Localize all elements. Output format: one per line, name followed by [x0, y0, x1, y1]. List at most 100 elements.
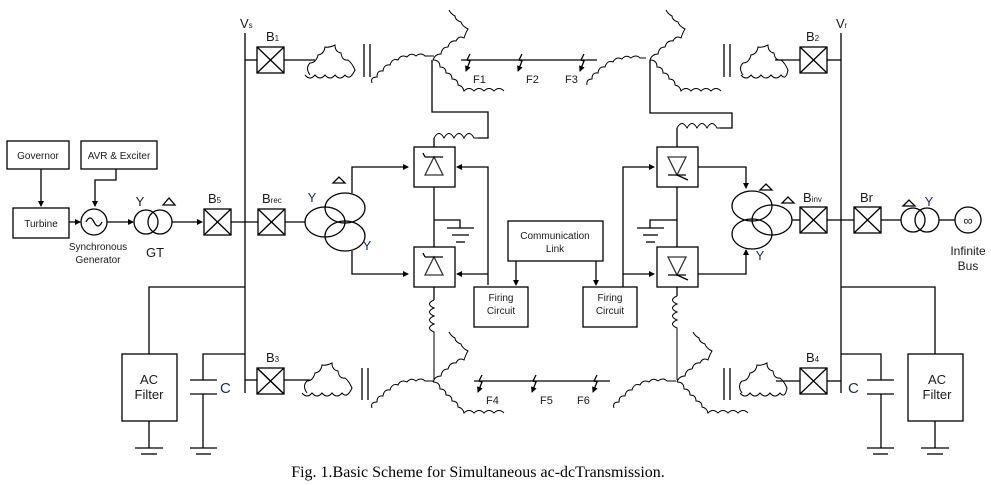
- breaker-b2: B2: [799, 29, 828, 74]
- svg-text:Vs: Vs: [240, 16, 253, 31]
- turbine-label: Turbine: [24, 219, 58, 230]
- svg-text:AC: AC: [928, 372, 946, 387]
- turbine-block: Turbine: [12, 207, 70, 239]
- capacitor-right: C: [848, 379, 894, 397]
- svg-text:Link: Link: [546, 244, 565, 255]
- gt-delta-symbol: [161, 197, 177, 206]
- rectifier-smoothing-reactor-top: [431, 60, 489, 140]
- receiving-bus-vr: Vr: [836, 16, 848, 393]
- ground-filter-left: [135, 447, 163, 455]
- svg-text:B1: B1: [266, 29, 280, 44]
- svg-text:Circuit: Circuit: [487, 306, 516, 317]
- firing-circuit-rectifier: Firing Circuit: [473, 286, 529, 328]
- generator-transformer-gt: Y GT: [133, 194, 177, 260]
- delta-winding-top-left: [304, 44, 356, 79]
- svg-text:Filter: Filter: [135, 387, 165, 402]
- star-winding-bottom-left: [371, 331, 505, 415]
- fault-f1: F1: [465, 53, 486, 86]
- svg-text:Filter: Filter: [923, 387, 953, 402]
- infinite-bus: ∞ Infinite Bus: [950, 206, 986, 273]
- capacitor-left: C: [190, 379, 231, 397]
- rectifier-transformer: Y Y: [304, 176, 372, 253]
- svg-text:F6: F6: [577, 395, 590, 407]
- star-winding-top-left: [371, 9, 505, 93]
- avr-exciter-label: AVR & Exciter: [88, 151, 151, 162]
- svg-text:F1: F1: [473, 74, 486, 86]
- rect-tx-star-label-2: Y: [363, 238, 372, 253]
- infinity-icon: ∞: [963, 213, 972, 228]
- svg-text:F4: F4: [486, 395, 499, 407]
- fault-f3: F3: [565, 53, 585, 86]
- governor-block: Governor: [6, 140, 70, 170]
- svg-text:Bus: Bus: [958, 259, 979, 273]
- communication-link-block: Communication Link: [507, 220, 604, 262]
- svg-text:Communication: Communication: [520, 231, 589, 242]
- delta-winding-bottom-right: [739, 362, 788, 397]
- fault-f2: F2: [517, 53, 539, 86]
- sync-gen-label-2: Generator: [75, 255, 121, 266]
- star-winding-top-right: [586, 9, 722, 93]
- inverter-smoothing-reactor-bottom: [672, 295, 679, 380]
- svg-text:Y: Y: [756, 248, 765, 263]
- svg-text:Vr: Vr: [836, 16, 848, 31]
- gt-star-label: Y: [136, 194, 145, 209]
- rect-tx-star-label-1: Y: [308, 190, 317, 205]
- svg-text:B4: B4: [806, 350, 820, 365]
- sending-bus-vs: Vs: [240, 16, 253, 393]
- rectifier-dc-ground: [434, 219, 474, 243]
- svg-text:Br: Br: [860, 190, 874, 205]
- breaker-b4: B4: [799, 350, 828, 395]
- sine-wave-icon: [85, 217, 103, 227]
- sync-gen-label-1: Synchronous: [69, 242, 127, 253]
- rectifier-valve-lower: [413, 246, 456, 288]
- ground-filter-right: [921, 447, 949, 455]
- svg-text:Firing: Firing: [488, 293, 513, 304]
- synchronous-generator: Synchronous Generator: [69, 208, 127, 266]
- svg-text:C: C: [848, 380, 859, 397]
- svg-text:AC: AC: [140, 372, 158, 387]
- svg-text:Binv: Binv: [803, 190, 822, 205]
- breaker-b1: B1: [256, 29, 285, 74]
- governor-label: Governor: [17, 151, 59, 162]
- avr-to-generator-arrow: [92, 169, 117, 207]
- svg-text:Y: Y: [925, 194, 934, 209]
- breaker-br: Br: [853, 190, 882, 234]
- firing-circuit-inverter: Firing Circuit: [582, 286, 638, 328]
- inverter-smoothing-reactor-top: [649, 60, 733, 130]
- ground-cap-left: [190, 447, 217, 455]
- delta-winding-bottom-left: [301, 362, 353, 397]
- svg-text:Brec: Brec: [262, 191, 282, 206]
- inverter-valve-upper: [656, 146, 699, 188]
- breaker-brec: Brec: [257, 191, 286, 236]
- avr-exciter-block: AVR & Exciter: [80, 140, 158, 170]
- ac-filter-left: AC Filter: [121, 353, 178, 422]
- gt-label: GT: [146, 245, 164, 260]
- svg-text:B3: B3: [266, 350, 280, 365]
- breaker-binv: Binv: [799, 190, 828, 234]
- ac-filter-right: AC Filter: [907, 353, 964, 422]
- fault-f6: F6: [577, 374, 598, 407]
- ground-cap-right: [867, 447, 894, 455]
- star-winding-bottom-right: [613, 331, 749, 415]
- inverter-valve-lower: [656, 246, 699, 288]
- figure-caption: Fig. 1.Basic Scheme for Simultaneous ac-…: [291, 464, 665, 481]
- svg-text:Firing: Firing: [597, 293, 622, 304]
- svg-text:Circuit: Circuit: [596, 306, 625, 317]
- receiving-transformer: Y: [900, 194, 940, 233]
- rect-tx-delta-symbol: [331, 176, 347, 184]
- svg-text:F5: F5: [540, 395, 553, 407]
- svg-text:F3: F3: [565, 74, 578, 86]
- svg-text:B2: B2: [806, 29, 820, 44]
- fault-f4: F4: [477, 374, 499, 407]
- inverter-dc-ground: [637, 219, 677, 243]
- breaker-b5: B5: [203, 191, 232, 236]
- fault-f5: F5: [531, 374, 553, 407]
- delta-winding-top-right: [740, 44, 789, 79]
- svg-text:B5: B5: [208, 191, 222, 206]
- svg-text:C: C: [220, 380, 231, 397]
- breaker-b3: B3: [256, 350, 285, 395]
- rectifier-smoothing-reactor-bottom: [429, 299, 436, 380]
- rectifier-valve-upper: [413, 146, 456, 188]
- svg-text:Infinite: Infinite: [950, 244, 986, 258]
